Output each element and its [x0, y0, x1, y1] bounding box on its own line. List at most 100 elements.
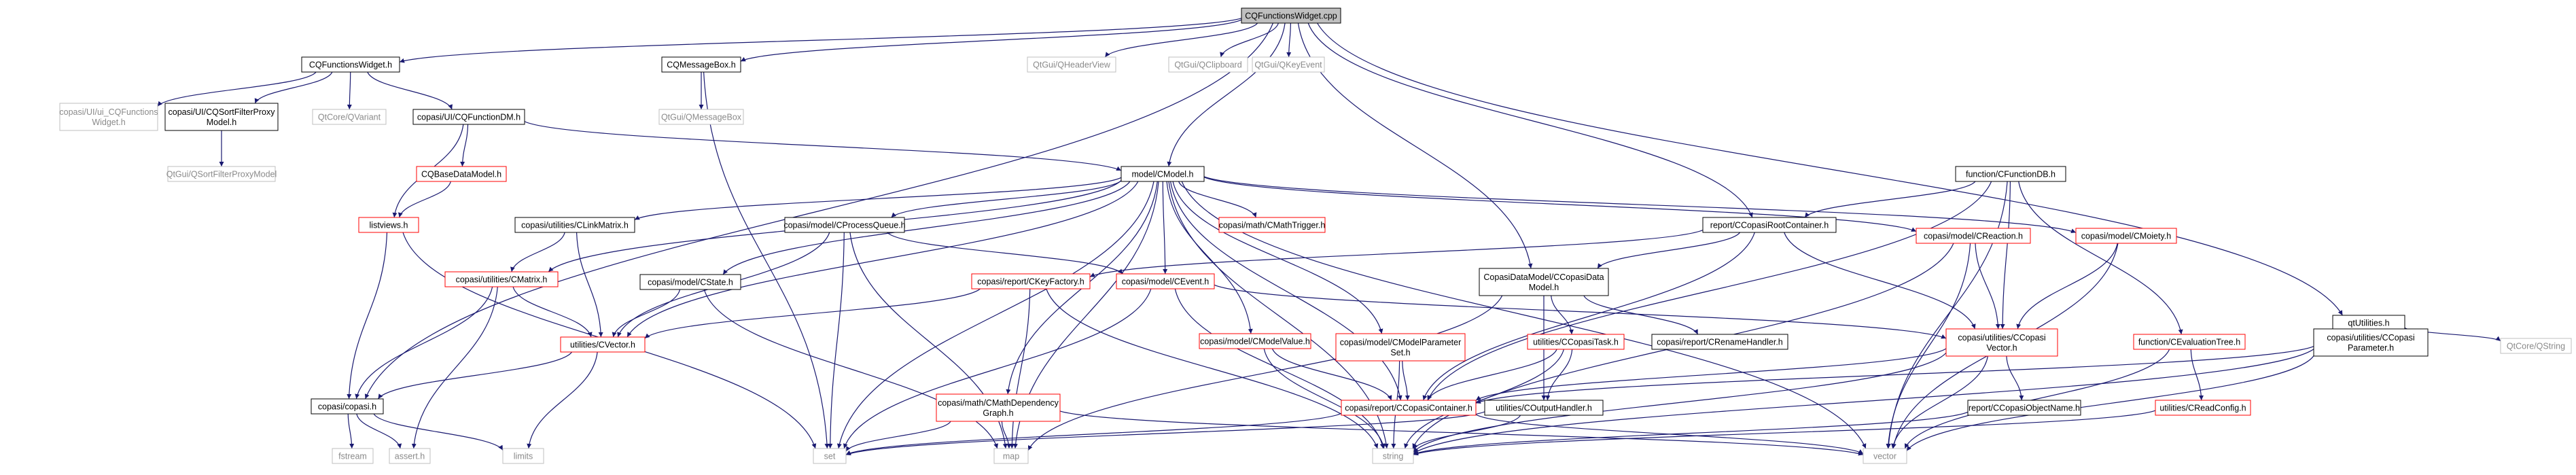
- node-label-cqfw_h-line-0: CQFunctionsWidget.h: [309, 60, 392, 70]
- node-creadconfig[interactable]: utilities/CReadConfig.h: [2155, 400, 2251, 416]
- edge-cobjname-to-string: [1413, 411, 1969, 455]
- edge-cmodel-to-cmodelval: [1166, 181, 1253, 334]
- node-box-string: [1372, 448, 1414, 464]
- node-copasi_h[interactable]: copasi/copasi.h: [311, 398, 384, 415]
- node-creaction[interactable]: copasi/model/CReaction.h: [1916, 228, 2031, 244]
- node-string: string: [1372, 448, 1414, 464]
- node-cmoiety[interactable]: copasi/model/CMoiety.h: [2075, 228, 2177, 244]
- node-box-cqbase: [416, 166, 507, 182]
- node-ckeyfact[interactable]: copasi/report/CKeyFactory.h: [971, 273, 1091, 289]
- node-cmatrix[interactable]: copasi/utilities/CMatrix.h: [444, 271, 559, 287]
- edge-cdatamodel-to-ctask: [1551, 295, 1574, 335]
- edge-creaction-to-ccopvector: [1975, 243, 2000, 330]
- node-cqbase[interactable]: CQBaseDataModel.h: [416, 166, 507, 182]
- edge-root-to-crootcont: [1307, 22, 1753, 218]
- node-label-cmodelparam-line-0: copasi/model/CModelParameter: [1340, 338, 1462, 347]
- edge-cfuncdb-to-crootcont: [1804, 181, 1976, 218]
- edge-cstate-to-map: [703, 289, 998, 449]
- node-cevaltree[interactable]: function/CEvaluationTree.h: [2133, 334, 2246, 350]
- node-crootcont[interactable]: report/CCopasiRootContainer.h: [1702, 217, 1837, 233]
- edge-cevent-to-string: [1174, 288, 1385, 449]
- edge-root-to-cdatamodel: [1297, 22, 1533, 269]
- node-cmodelval[interactable]: copasi/model/CModelValue.h: [1199, 333, 1311, 349]
- node-box-qsortproxy: [167, 166, 276, 182]
- node-cprocq[interactable]: copasi/model/CProcessQueue.h: [783, 217, 906, 233]
- edge-cvector-to-copasi_h: [377, 351, 573, 400]
- edge-crootcont-to-cdatamodel: [1597, 232, 1741, 269]
- edge-cmodel-to-cmathtrig: [1178, 181, 1257, 218]
- edge-ccopvector-to-vector: [1891, 355, 1988, 449]
- node-label-cmathdep-line-1: Graph.h: [983, 408, 1013, 418]
- node-cmathtrig[interactable]: copasi/math/CMathTrigger.h: [1218, 217, 1326, 233]
- node-fstream: fstream: [332, 448, 374, 464]
- edge-cmodel-to-cstate: [722, 181, 1131, 275]
- node-cvector[interactable]: utilities/CVector.h: [560, 336, 646, 353]
- node-box-cdatamodel: [1479, 268, 1609, 296]
- node-box-cstate: [639, 274, 741, 290]
- node-label-limits-line-0: limits: [514, 452, 533, 461]
- edge-root-to-qclipboard: [1220, 22, 1279, 58]
- node-cobjname[interactable]: report/CCopasiObjectName.h: [1967, 400, 2081, 416]
- edge-creaction-to-vector: [1886, 243, 1971, 449]
- node-label-cdatamodel-line-1: Model.h: [1529, 283, 1559, 292]
- edge-ccopparam-to-vector: [1906, 355, 2314, 451]
- nodes-layer: CQFunctionsWidget.cppCQFunctionsWidget.h…: [59, 7, 2572, 464]
- node-ctask[interactable]: utilities/CCopasiTask.h: [1527, 334, 1625, 350]
- node-root[interactable]: CQFunctionsWidget.cpp: [1241, 7, 1341, 24]
- edge-cfuncdb-to-ccontainer: [1427, 181, 1992, 401]
- edge-cmatrix-to-copasi_h: [355, 286, 493, 400]
- node-label-ccopparam-line-0: copasi/utilities/CCopasi: [2327, 333, 2414, 342]
- node-qtutil[interactable]: qtUtilities.h: [2332, 315, 2405, 331]
- node-cqfdm[interactable]: copasi/UI/CQFunctionDM.h: [412, 109, 525, 125]
- edge-root-to-qtutil: [1317, 22, 2343, 316]
- node-listviews[interactable]: listviews.h: [358, 217, 419, 233]
- node-ui_cqfw: copasi/UI/ui_CQFunctionsWidget.h: [59, 103, 158, 131]
- node-box-root: [1241, 7, 1341, 24]
- node-box-cqmsg_h: [661, 56, 741, 73]
- node-box-cqsort: [164, 103, 279, 131]
- edge-cmodel-to-cevent: [1162, 181, 1168, 275]
- node-label-qkeyevent-line-0: QtGui/QKeyEvent: [1254, 60, 1322, 70]
- node-label-root-line-0: CQFunctionsWidget.cpp: [1245, 12, 1337, 21]
- edge-ctask-to-coutput: [1545, 349, 1573, 401]
- node-box-coutput: [1484, 400, 1604, 416]
- node-coutput[interactable]: utilities/COutputHandler.h: [1484, 400, 1604, 416]
- node-box-cmoiety: [2075, 228, 2177, 244]
- node-cqfw_h[interactable]: CQFunctionsWidget.h: [301, 56, 400, 73]
- node-box-ccopvector: [1945, 328, 2058, 357]
- node-cevent[interactable]: copasi/model/CEvent.h: [1116, 273, 1215, 289]
- edge-ccopvector-to-ccontainer: [1475, 348, 1947, 401]
- node-qkeyevent: QtGui/QKeyEvent: [1252, 56, 1325, 73]
- edge-cqfdm-to-cqbase: [460, 124, 469, 167]
- node-label-map-line-0: map: [1003, 452, 1019, 461]
- node-box-qkeyevent: [1252, 56, 1325, 73]
- node-box-limits: [502, 448, 544, 464]
- node-box-creadconfig: [2155, 400, 2251, 416]
- node-clinkmatrix[interactable]: copasi/utilities/CLinkMatrix.h: [514, 217, 635, 233]
- node-cstate[interactable]: copasi/model/CState.h: [639, 274, 741, 290]
- node-box-cprocq: [784, 217, 905, 233]
- node-label-qmsgbox-line-0: QtGui/QMessageBox: [661, 113, 742, 122]
- edge-coutput-to-string: [1413, 415, 1521, 450]
- node-label-set-line-0: set: [824, 452, 836, 461]
- node-box-ctask: [1527, 334, 1625, 350]
- node-cmodel[interactable]: model/CModel.h: [1121, 166, 1205, 182]
- node-ccontainer[interactable]: copasi/report/CCopasiContainer.h: [1341, 400, 1477, 416]
- node-label-copasi_h-line-0: copasi/copasi.h: [318, 402, 376, 412]
- edge-cqfdm-to-cmodel: [524, 121, 1122, 171]
- node-crenamehandler[interactable]: copasi/report/CRenameHandler.h: [1651, 334, 1788, 350]
- node-box-cmodelparam: [1335, 333, 1466, 362]
- node-cfuncdb[interactable]: function/CFunctionDB.h: [1955, 166, 2066, 182]
- edge-cdatamodel-to-crenamehandler: [1583, 295, 1699, 335]
- node-qsortproxy: QtGui/QSortFilterProxyModel: [166, 166, 277, 182]
- node-box-cobjname: [1967, 400, 2081, 416]
- node-box-cmodel: [1121, 166, 1205, 182]
- edge-crootcont-to-ckeyfact: [1089, 229, 1704, 277]
- node-cqmsg_h[interactable]: CQMessageBox.h: [661, 56, 741, 73]
